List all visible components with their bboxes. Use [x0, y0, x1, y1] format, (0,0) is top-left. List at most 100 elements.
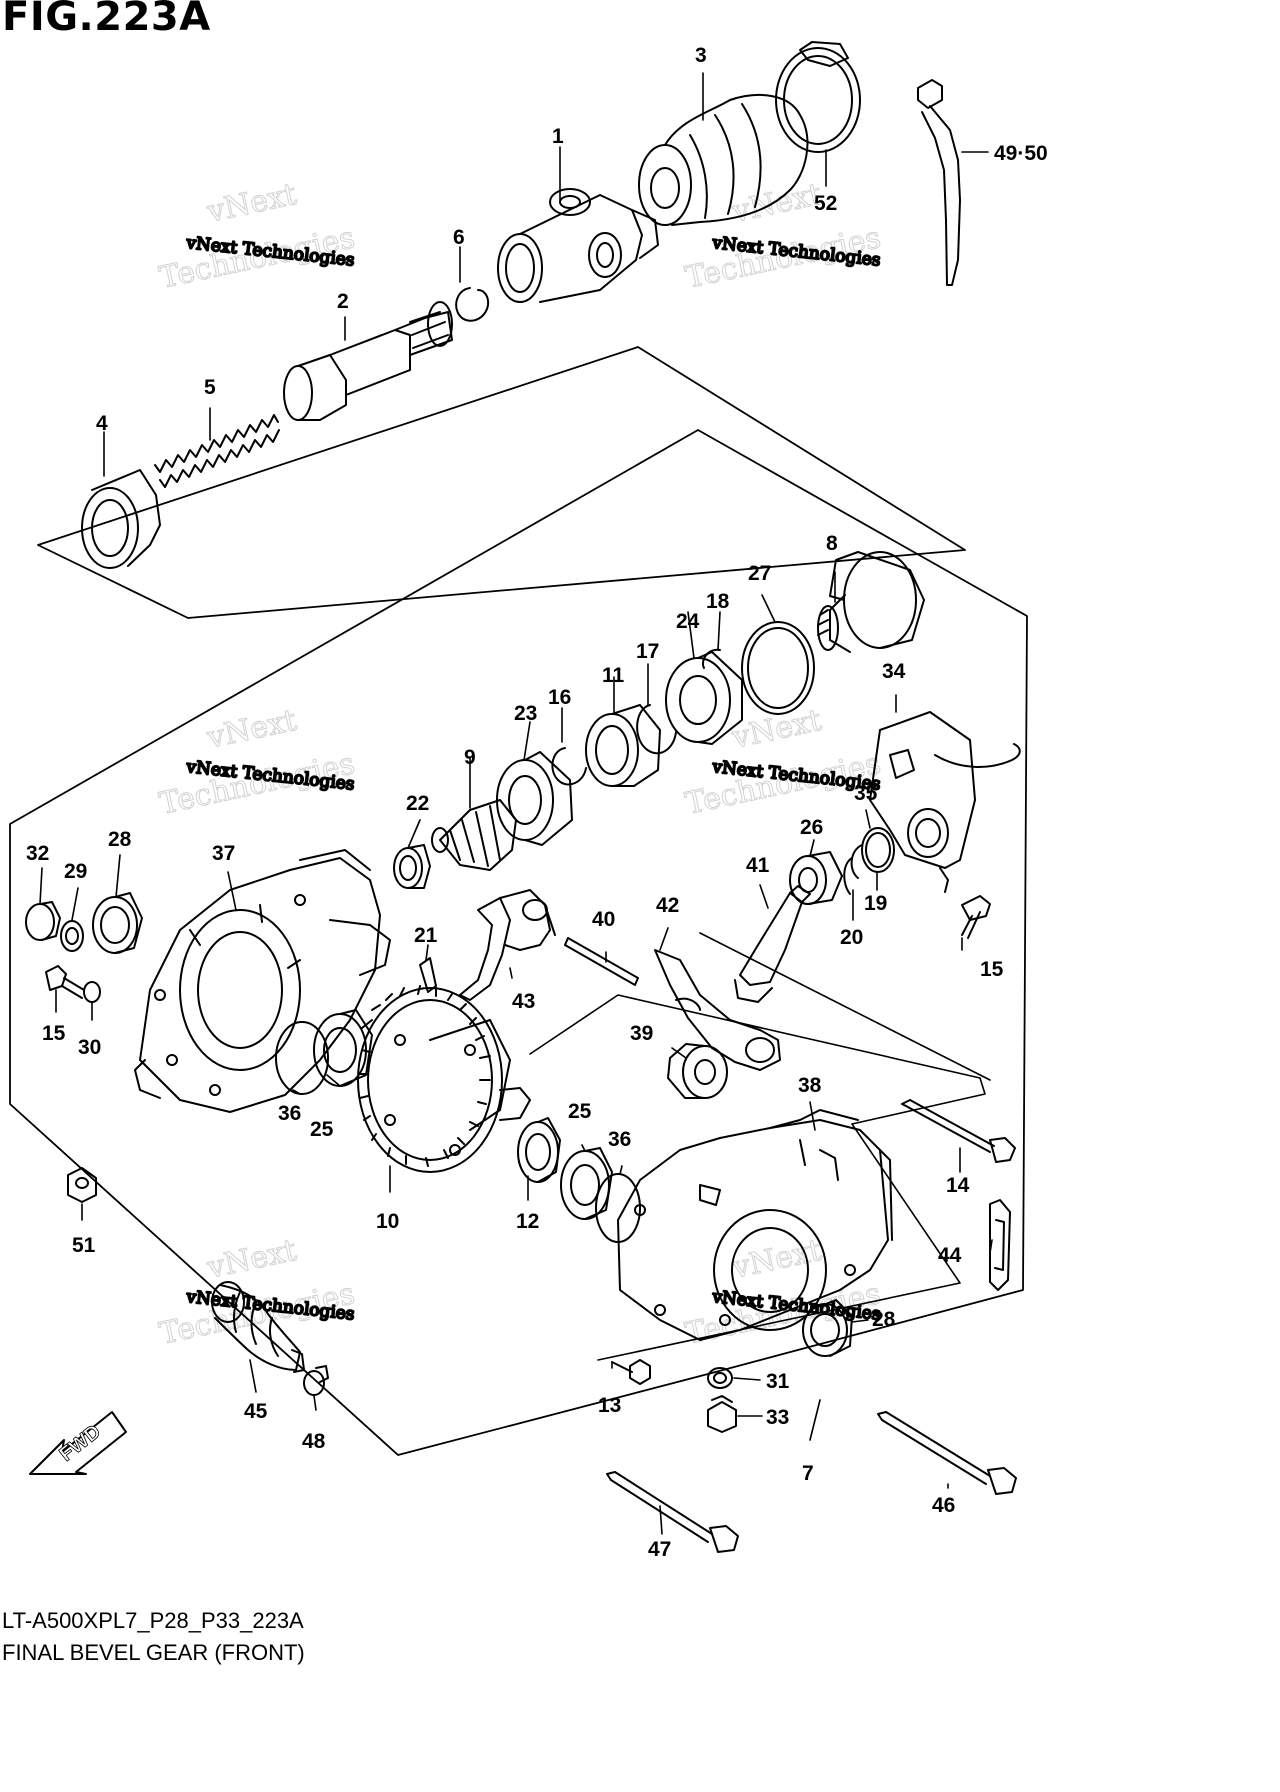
callout-27: 27	[748, 562, 771, 585]
part-1-universal-joint	[497, 188, 659, 303]
part-45-axle-boot	[211, 1281, 305, 1373]
watermark-text: vNext	[728, 177, 824, 230]
part-46-bolt	[877, 1411, 1017, 1495]
callout-47: 47	[648, 1538, 671, 1561]
callout-23: 23	[514, 702, 537, 725]
part-20-washer	[843, 857, 853, 895]
callout-15-left: 15	[42, 1022, 66, 1045]
callout-49-50: 49·50	[994, 142, 1048, 165]
callout-37: 37	[212, 842, 235, 865]
part-36-shim-left	[275, 1021, 329, 1095]
part-52-hose-clamp	[775, 41, 861, 153]
watermark-text: vNext	[203, 703, 299, 756]
callout-44: 44	[938, 1244, 962, 1267]
part-43-shift-fork	[459, 889, 556, 1001]
callout-40: 40	[592, 908, 615, 931]
watermark-group-bottom-right: vNext Technologies vNext Technologies	[682, 1232, 884, 1352]
callout-48: 48	[302, 1430, 326, 1453]
callout-30: 30	[78, 1036, 101, 1059]
watermark-text: vNext	[203, 177, 299, 230]
part-3-boot	[638, 94, 809, 226]
part-15-bolt-right	[961, 895, 991, 939]
part-12-oil-seal	[517, 1117, 561, 1183]
callout-13: 13	[598, 1394, 621, 1417]
diagram-code: LT-A500XPL7_P28_P33_223A	[2, 1608, 304, 1633]
callout-24: 24	[676, 610, 700, 633]
callout-28-left: 28	[108, 828, 132, 851]
part-33-nut	[707, 1395, 737, 1433]
callout-42: 42	[656, 894, 679, 917]
callout-8: 8	[826, 532, 838, 555]
callout-36-left: 36	[278, 1102, 301, 1125]
callout-35: 35	[854, 782, 878, 805]
callout-17: 17	[636, 640, 659, 663]
callout-1: 1	[552, 125, 564, 148]
part-28-oil-seal-right	[802, 1299, 853, 1357]
part-16-washer	[551, 747, 587, 786]
part-42-shift-arm	[654, 949, 781, 1071]
part-10-differential-ring-gear	[357, 985, 531, 1173]
callout-38: 38	[798, 1074, 822, 1097]
callout-19: 19	[864, 892, 887, 915]
callout-2: 2	[337, 290, 349, 313]
part-11-needle-bearing	[585, 704, 661, 787]
callout-26: 26	[800, 816, 823, 839]
callout-5: 5	[204, 376, 216, 399]
part-29-washer	[60, 920, 84, 952]
part-15-bolt-left	[45, 965, 85, 999]
part-37-case	[134, 849, 391, 1113]
part-4-seal-cap	[81, 469, 161, 569]
part-13-bolt	[611, 1359, 651, 1385]
part-41-sensor	[734, 885, 811, 1003]
callout-14: 14	[946, 1174, 970, 1197]
part-31-washer	[707, 1367, 733, 1389]
callout-45: 45	[244, 1400, 268, 1423]
part-6-circlip	[455, 287, 490, 322]
callout-51: 51	[72, 1234, 96, 1257]
callout-31: 31	[766, 1370, 790, 1393]
callout-25-right: 25	[568, 1100, 592, 1123]
callout-7: 7	[802, 1462, 814, 1485]
part-34-actuator	[869, 711, 1021, 893]
watermark-group-top-left: vNext Technologies vNext Technologies	[156, 176, 358, 296]
callout-46: 46	[932, 1494, 955, 1517]
part-38-differential-housing	[617, 1109, 893, 1341]
watermark-group-mid-left: vNext Technologies vNext Technologies	[156, 702, 358, 822]
callout-leader-lines	[39, 72, 993, 1535]
figure-title: FIG.223A	[2, 0, 211, 40]
fwd-label: FWD	[56, 1421, 105, 1466]
part-25-bearing-right	[560, 1147, 613, 1220]
callout-10: 10	[376, 1210, 399, 1233]
part-48-clamp	[303, 1365, 329, 1396]
callout-labels: 1 2 3 4 5 6 7 8 9 10 11 12 13 14 15 15 1…	[26, 44, 1048, 1561]
callout-29: 29	[64, 860, 87, 883]
part-26-bearing	[789, 851, 843, 905]
part-23-bearing	[496, 751, 573, 846]
callout-28-right: 28	[872, 1308, 896, 1331]
part-17-circlip	[636, 704, 677, 755]
fwd-direction-arrow: FWD	[29, 1411, 127, 1475]
part-49-50-cable-tie	[917, 79, 961, 286]
callout-18: 18	[706, 590, 730, 613]
part-28-oil-seal-left	[92, 892, 143, 954]
callout-9: 9	[464, 746, 476, 769]
part-35-o-ring	[861, 827, 895, 873]
callout-41: 41	[746, 854, 770, 877]
callout-21: 21	[414, 924, 438, 947]
part-47-bolt	[606, 1471, 739, 1553]
housing-subgroup-outline	[529, 994, 986, 1125]
callout-3: 3	[695, 44, 707, 67]
callout-25-left: 25	[310, 1118, 334, 1141]
part-40-shift-shaft	[564, 937, 639, 986]
callout-52: 52	[814, 192, 837, 215]
part-14-long-bolt	[901, 1099, 1016, 1163]
watermark-group-bottom-left: vNext Technologies vNext Technologies	[156, 1232, 358, 1352]
callout-20: 20	[840, 926, 863, 949]
sensor-bracket-outline	[699, 932, 991, 1081]
callout-43: 43	[512, 990, 535, 1013]
callout-32: 32	[26, 842, 49, 865]
diagram-caption: FINAL BEVEL GEAR (FRONT)	[2, 1640, 305, 1665]
callout-36-right: 36	[608, 1128, 631, 1151]
